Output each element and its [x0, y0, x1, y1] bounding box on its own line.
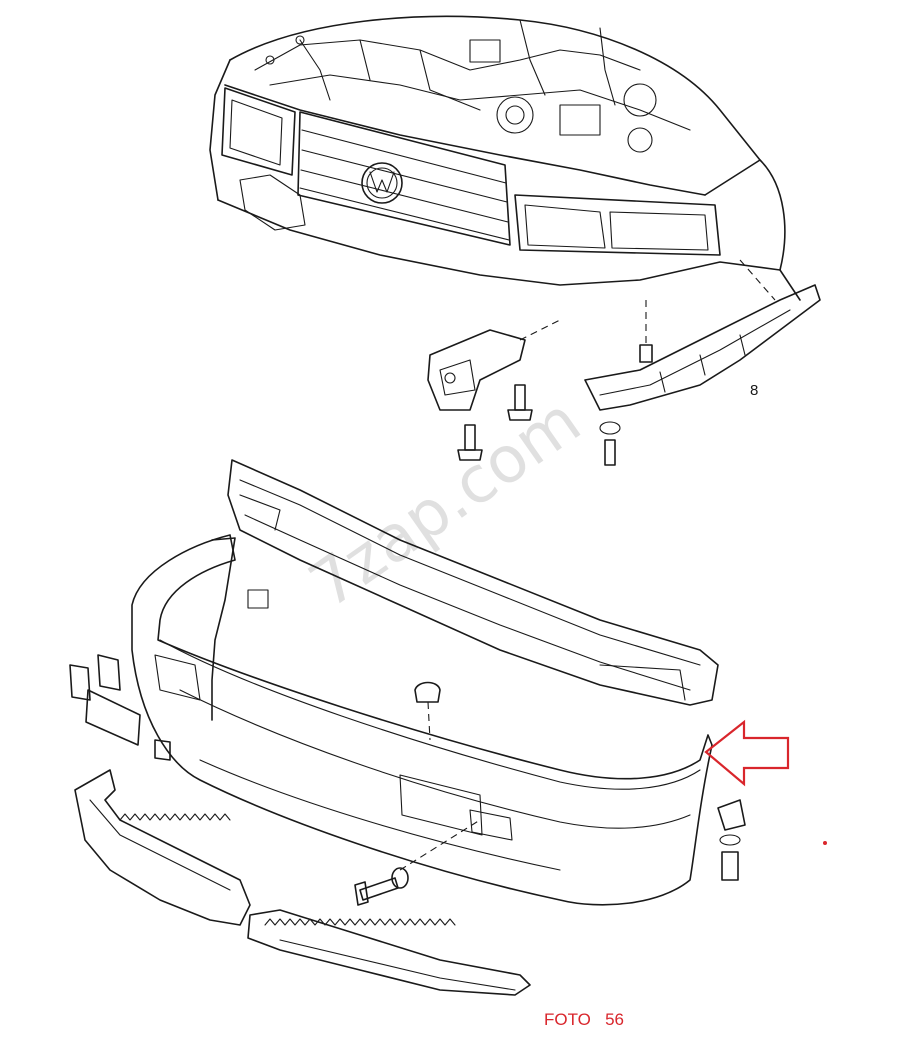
part-label: 8 — [750, 382, 758, 399]
arrow-outline-icon — [704, 719, 790, 787]
watermark: 7zap.com — [297, 384, 594, 623]
mount-bracket-left — [427, 319, 561, 411]
reflectors-left — [69, 654, 171, 761]
clip-bolt-right — [717, 799, 746, 881]
impact-absorber — [227, 459, 719, 706]
side-bracket-strip — [584, 259, 821, 411]
lower-spoiler — [74, 769, 531, 996]
bolt-bottom — [354, 867, 409, 906]
car-front-body — [209, 15, 801, 301]
vw-logo-icon — [361, 162, 403, 204]
photo-caption: FOTO 56 — [544, 1010, 624, 1029]
bumper-cover — [131, 534, 713, 906]
bolt-set-top — [457, 300, 653, 466]
marker-dot — [823, 841, 827, 845]
